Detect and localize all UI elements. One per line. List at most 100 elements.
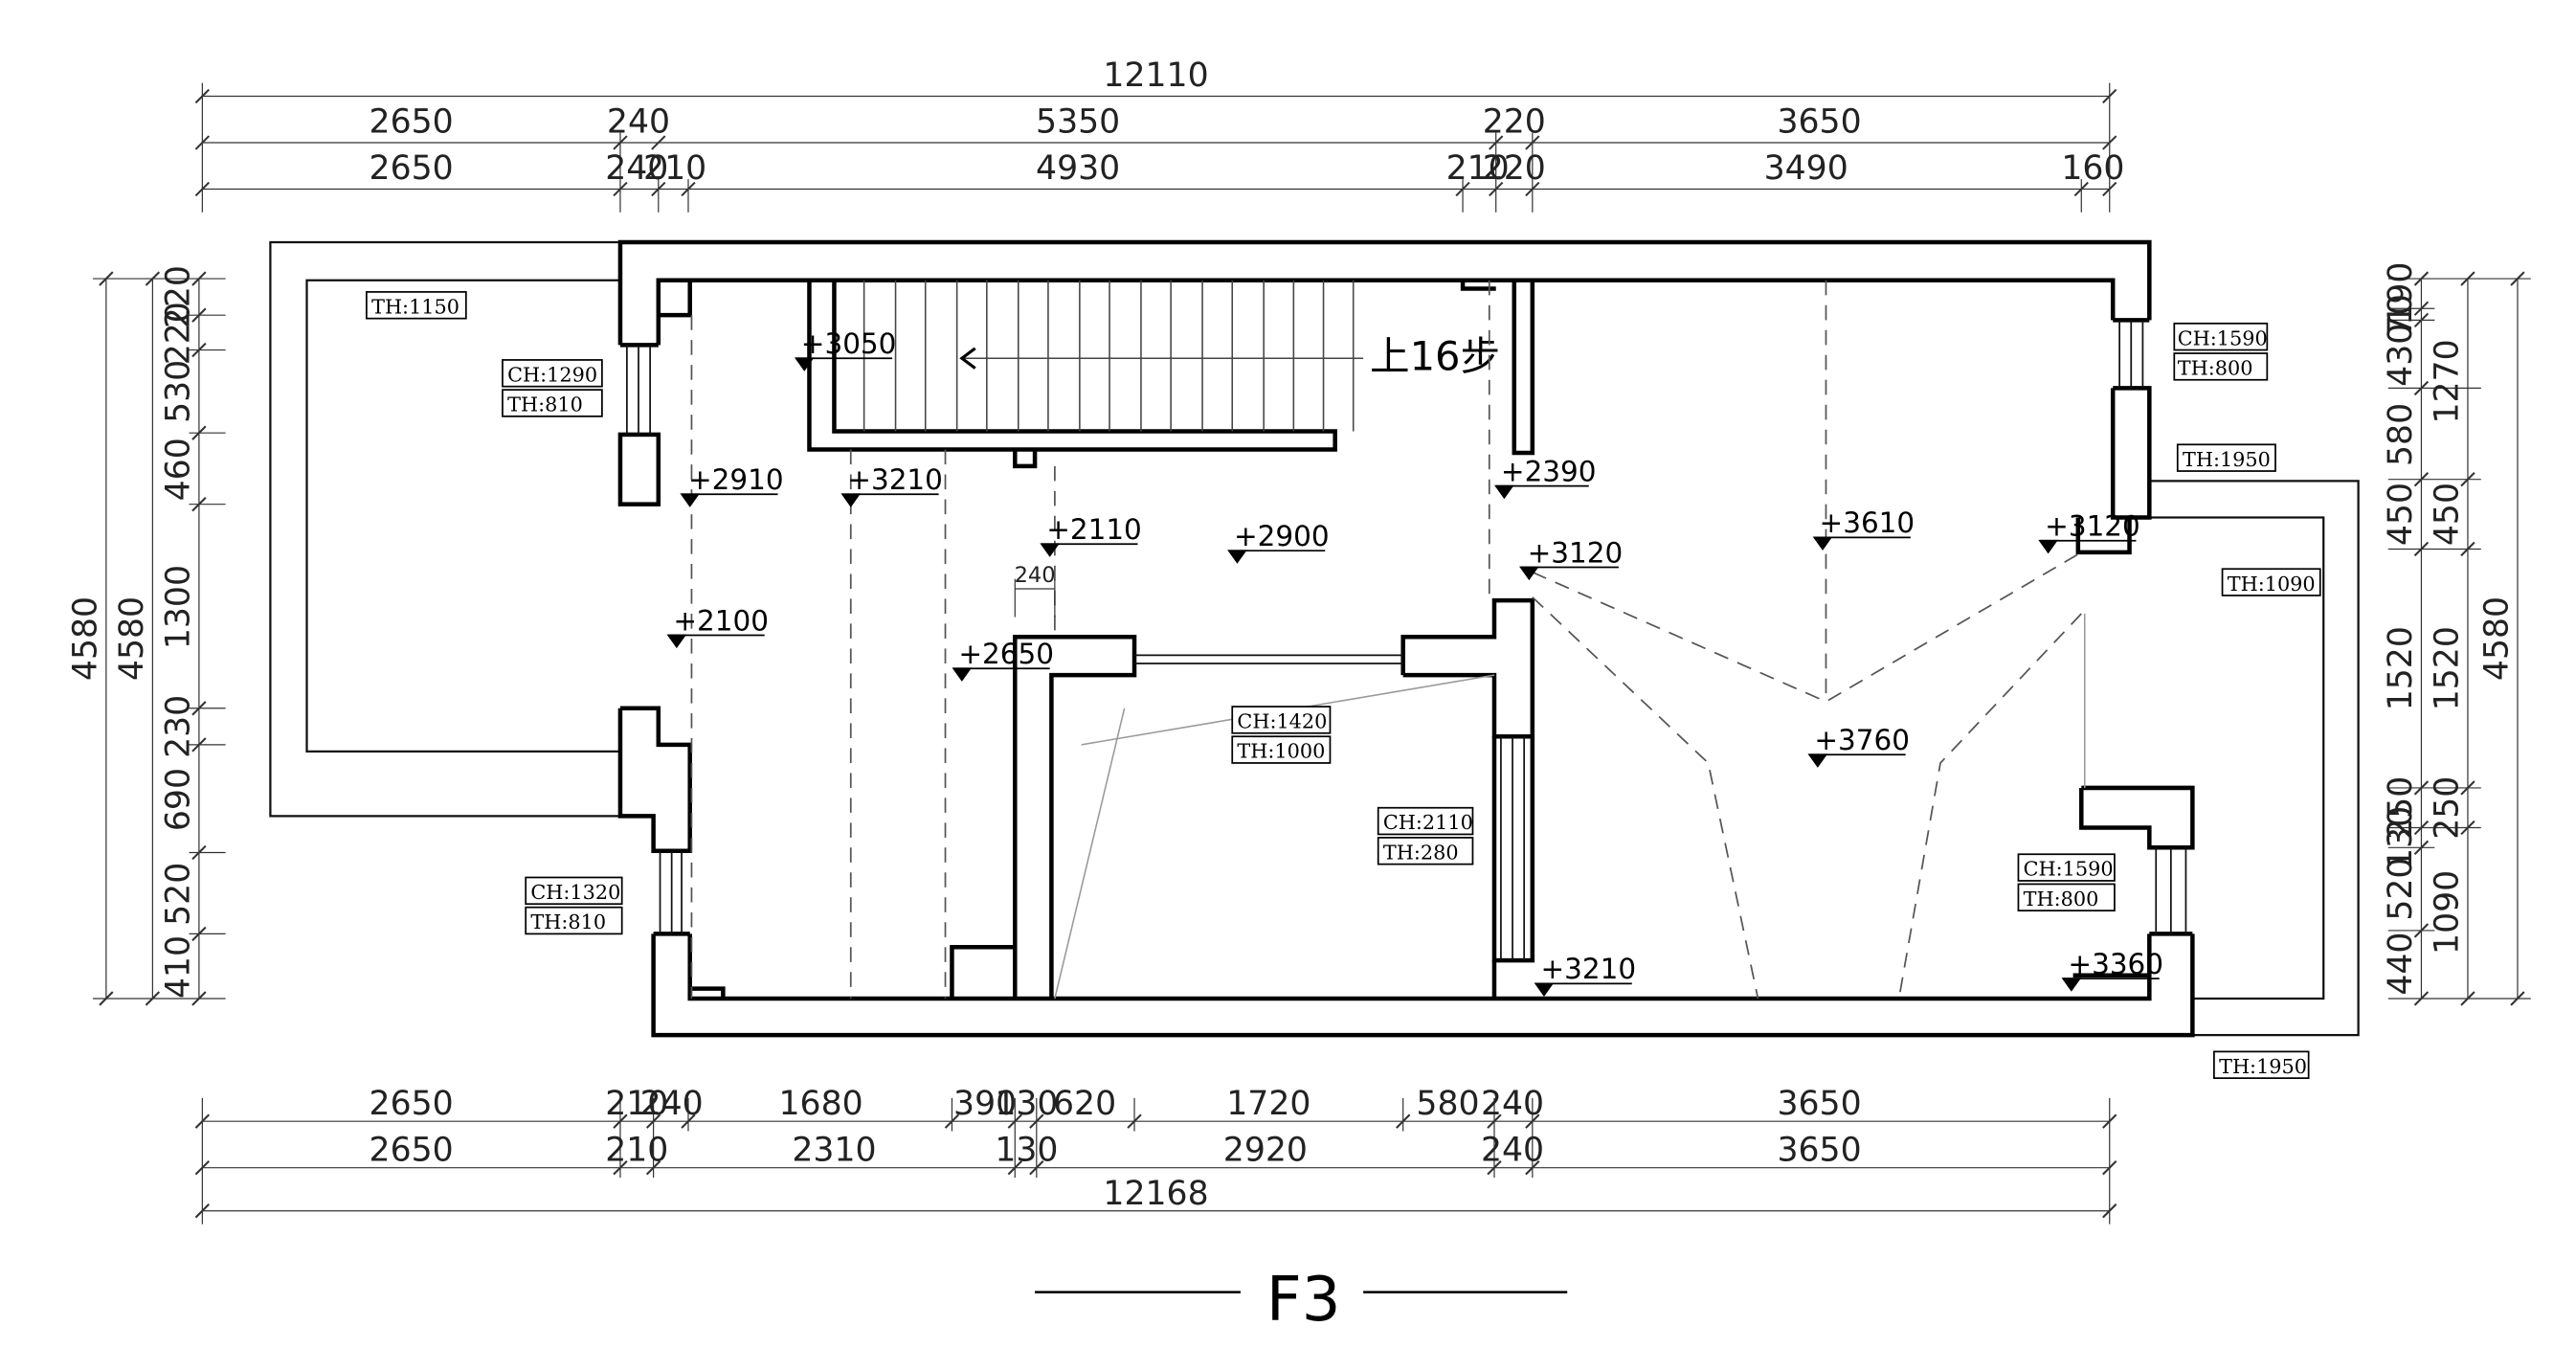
dim-left-inner: 4580 [113, 596, 151, 681]
dim-top-row3: 210 [643, 149, 706, 188]
dim-right-middle: 1520 [2429, 626, 2467, 710]
tag-label: TH:1150 [371, 295, 459, 318]
elevation-label: +2650 [958, 638, 1054, 670]
dim-bottom-row2: 240 [1481, 1132, 1544, 1170]
dim-bottom-row2: 2650 [370, 1132, 454, 1170]
elevation-label: +3210 [847, 463, 943, 496]
elevation-label: +2900 [1234, 520, 1330, 552]
left-dimension-lines [93, 278, 226, 1000]
dim-bottom-row1: 240 [1481, 1085, 1544, 1123]
dim-top-row3: 160 [2061, 149, 2124, 188]
stair-label: 上16步 [1370, 332, 1500, 379]
dim-bottom-row1: 2650 [370, 1085, 454, 1123]
bottom-dimension-lines [201, 1097, 2111, 1225]
elevation-label: +2100 [673, 604, 769, 637]
dim-bottom-row2: 130 [995, 1132, 1058, 1170]
dim-bottom-overall: 12168 [1103, 1175, 1208, 1213]
dim-top-row3: 210 [1446, 149, 1510, 188]
dim-right-middle: 250 [2429, 776, 2467, 840]
dim-bottom-row1: 130 [995, 1085, 1058, 1123]
dim-top-row3: 2650 [370, 149, 454, 188]
width-240-dimension [1014, 578, 1056, 618]
tag-label: TH:1950 [2219, 1055, 2307, 1078]
tag-label: TH:280 [1383, 841, 1459, 864]
dim-right-inner: 190 [2382, 262, 2420, 326]
dim-bottom-row1: 1680 [779, 1085, 863, 1123]
dim-left-seg: 690 [160, 768, 198, 831]
dim-right-middle: 1090 [2429, 870, 2467, 955]
dim-bottom-row1: 620 [1053, 1085, 1116, 1123]
tag-boxes [366, 291, 2321, 1079]
windows [626, 320, 2187, 961]
dim-bottom-row1: 240 [640, 1085, 704, 1123]
dim-top-row2: 5350 [1036, 103, 1120, 142]
top-dimension-lines [201, 82, 2111, 213]
tag-label: TH:1950 [2183, 448, 2271, 471]
dim-top-overall: 12110 [1103, 56, 1208, 95]
dim-right-middle: 450 [2429, 483, 2467, 546]
tag-label: CH:1320 [530, 881, 620, 904]
dim-bottom-row2: 3650 [1777, 1132, 1861, 1170]
elevation-label: +3120 [2045, 510, 2140, 543]
dim-top-row3: 240 [605, 149, 668, 188]
dim-left-seg: 230 [160, 695, 198, 758]
stair-treads [862, 280, 1364, 432]
dim-left-seg: 220 [160, 265, 198, 328]
dim-left-seg: 460 [160, 438, 198, 501]
tag-label: TH:810 [507, 393, 583, 416]
dim-right-inner: 1520 [2382, 626, 2420, 710]
drawing-title: F3 [1266, 1265, 1341, 1336]
elevation-label: +2110 [1046, 513, 1142, 546]
dim-bottom-row1: 210 [605, 1085, 668, 1123]
tag-label: TH:1000 [1237, 740, 1325, 763]
tag-label: TH:800 [2178, 357, 2253, 380]
tag-label: TH:800 [2024, 888, 2099, 910]
elevation-label: +3610 [1820, 506, 1915, 539]
tag-label: TH:810 [530, 910, 606, 933]
tag-label: CH:1590 [2024, 858, 2114, 881]
dim-top-row2: 3650 [1777, 103, 1861, 142]
dim-top-row3: 4930 [1036, 149, 1120, 188]
elevation-marker-icons [666, 357, 2160, 997]
left-dimension-ticks [99, 271, 207, 1006]
tag-label: CH:1420 [1237, 710, 1327, 733]
dim-right-inner: 70 [2382, 294, 2420, 336]
elevation-label: +2390 [1501, 455, 1597, 487]
elevation-label: +3210 [1540, 953, 1636, 985]
dim-top-row3: 3490 [1764, 149, 1848, 188]
dim-right-inner: 520 [2382, 858, 2420, 921]
walls [617, 239, 2195, 1038]
dim-right-middle: 1270 [2429, 339, 2467, 423]
dim-right-overall: 4580 [2478, 596, 2517, 681]
terrace-outlines [269, 240, 2360, 1037]
dim-left-seg: 220 [160, 302, 198, 365]
tag-label: CH:2110 [1383, 811, 1473, 834]
elevation-label: +2910 [688, 463, 784, 496]
dim-left-seg: 410 [160, 935, 198, 999]
dim-top-row2: 240 [607, 103, 670, 142]
dim-top-row3: 220 [1483, 149, 1546, 188]
dim-right-inner: 440 [2382, 933, 2420, 996]
ceiling-dashed-lines [690, 280, 2082, 1000]
dim-left-seg: 530 [160, 360, 198, 423]
right-dimension-ticks [2413, 271, 2525, 1006]
dim-right-inner: 450 [2382, 483, 2420, 546]
elevation-label: +3760 [1814, 724, 1910, 756]
dim-top-row2: 220 [1483, 103, 1546, 142]
tag-label: CH:1590 [2178, 326, 2268, 349]
dim-left-seg: 1300 [160, 565, 198, 649]
dim-right-inner: 130 [2382, 806, 2420, 869]
tag-label: TH:1090 [2228, 573, 2316, 596]
dim-left-seg: 520 [160, 863, 198, 926]
width-240-label: 240 [1015, 563, 1056, 588]
dim-bottom-row2: 210 [605, 1132, 668, 1170]
elevation-label: +3360 [2068, 948, 2163, 980]
stair-arrow-icon [959, 347, 976, 370]
dim-top-row2: 2650 [370, 103, 454, 142]
dim-bottom-row1: 580 [1416, 1085, 1479, 1123]
dim-bottom-row2: 2310 [792, 1132, 876, 1170]
elevation-label: +3120 [1528, 536, 1624, 569]
tag-label: CH:1290 [507, 363, 597, 386]
dim-bottom-row1: 1720 [1226, 1085, 1310, 1123]
